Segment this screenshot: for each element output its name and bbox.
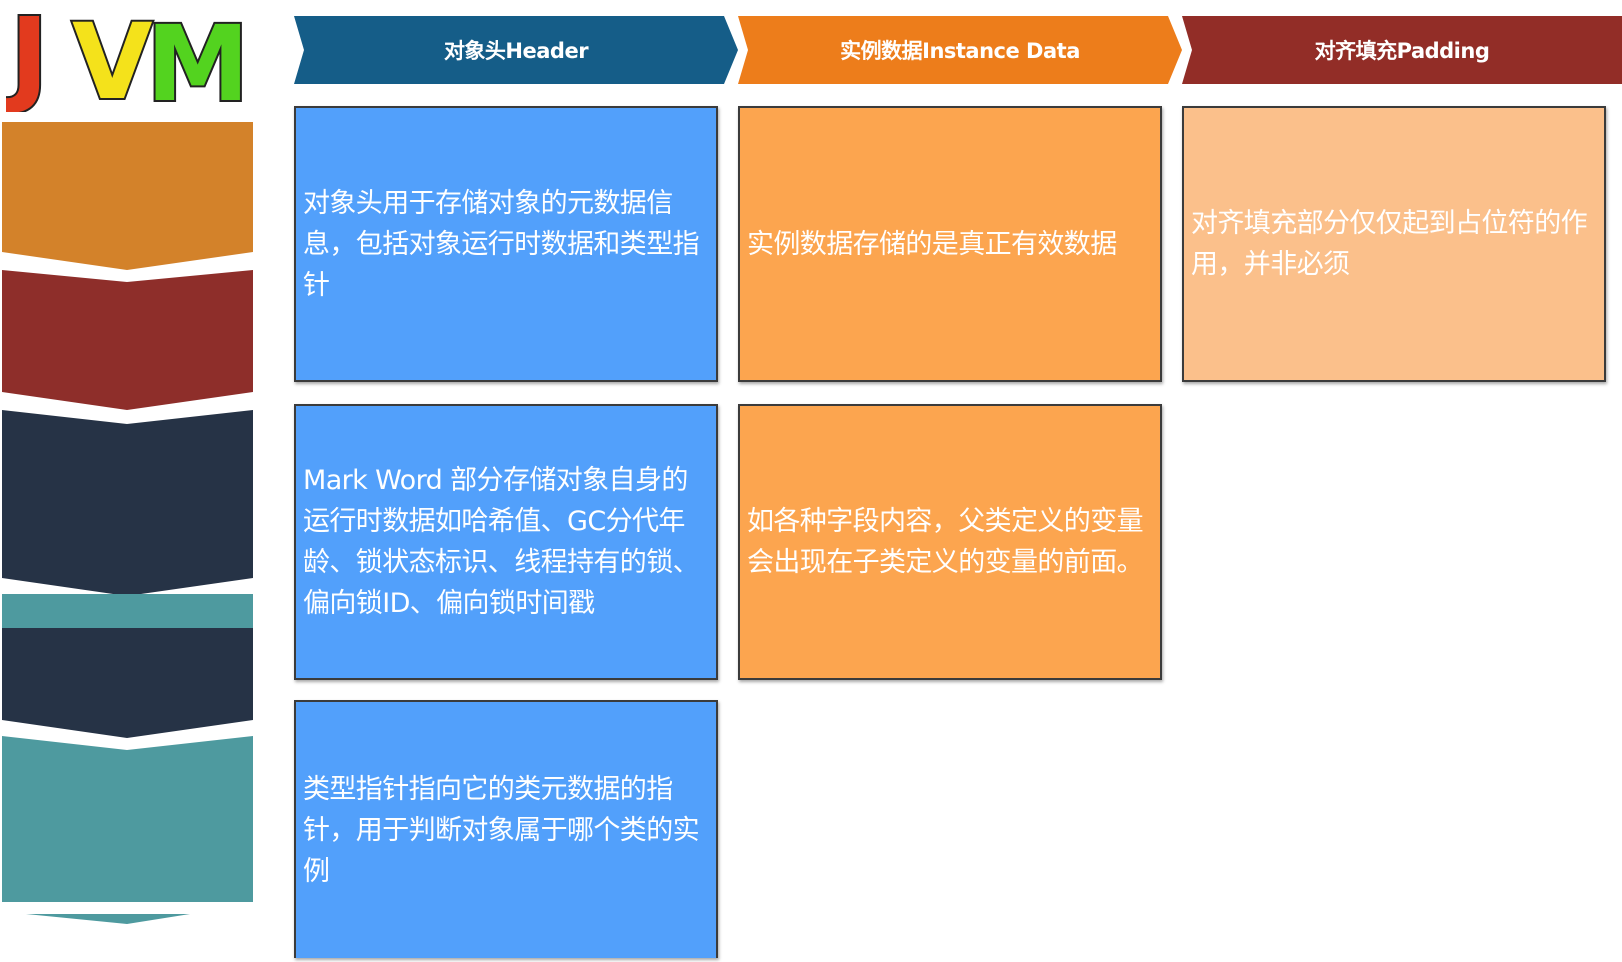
chevron-block-4	[2, 628, 253, 738]
column-header-object-header: 对象头Header	[294, 16, 738, 84]
logo-letter-m: M	[146, 3, 250, 112]
column-header-padding: 对齐填充Padding	[1182, 16, 1622, 84]
logo-letter-v: V	[72, 1, 153, 112]
arrow-shape	[1182, 16, 1622, 84]
logo-letter-j: J	[6, 0, 49, 112]
box-text: 对象头用于存储对象的元数据信息，包括对象运行时数据和类型指针	[303, 187, 700, 301]
box-text: 类型指针指向它的类元数据的指针，用于判断对象属于哪个类的实例	[303, 773, 700, 887]
box-text: Mark Word 部分存储对象自身的运行时数据如哈希值、GC分代年龄、锁状态标…	[303, 465, 700, 619]
box-text: 如各种字段内容，父类定义的变量会出现在子类定义的变量的前面。	[747, 506, 1144, 578]
instance-box-overview: 实例数据存储的是真正有效数据	[738, 106, 1162, 382]
chevron-block-5	[2, 736, 253, 902]
box-text: 实例数据存储的是真正有效数据	[747, 228, 1117, 260]
chevron-tip	[26, 914, 190, 924]
column-header-instance-data: 实例数据Instance Data	[738, 16, 1182, 84]
column-header-label: 对齐填充Padding	[1314, 39, 1490, 63]
header-box-overview: 对象头用于存储对象的元数据信息，包括对象运行时数据和类型指针	[294, 106, 718, 382]
header-box-type-pointer: 类型指针指向它的类元数据的指针，用于判断对象属于哪个类的实例	[294, 700, 718, 958]
chevron-block-1	[2, 122, 253, 270]
instance-box-field-order: 如各种字段内容，父类定义的变量会出现在子类定义的变量的前面。	[738, 404, 1162, 680]
padding-box-overview: 对齐填充部分仅仅起到占位符的作用，并非必须	[1182, 106, 1606, 382]
arrow-shape	[294, 16, 738, 84]
header-box-mark-word: Mark Word 部分存储对象自身的运行时数据如哈希值、GC分代年龄、锁状态标…	[294, 404, 718, 680]
column-header-label: 对象头Header	[443, 39, 589, 63]
arrow-shape	[738, 16, 1182, 84]
jvm-logo: J V M	[6, 0, 252, 112]
chevron-stack	[2, 122, 253, 924]
column-header-label: 实例数据Instance Data	[840, 39, 1080, 63]
box-text: 对齐填充部分仅仅起到占位符的作用，并非必须	[1191, 208, 1588, 280]
chevron-block-2	[2, 270, 253, 410]
chevron-block-3	[2, 410, 253, 596]
teal-band	[2, 594, 253, 628]
